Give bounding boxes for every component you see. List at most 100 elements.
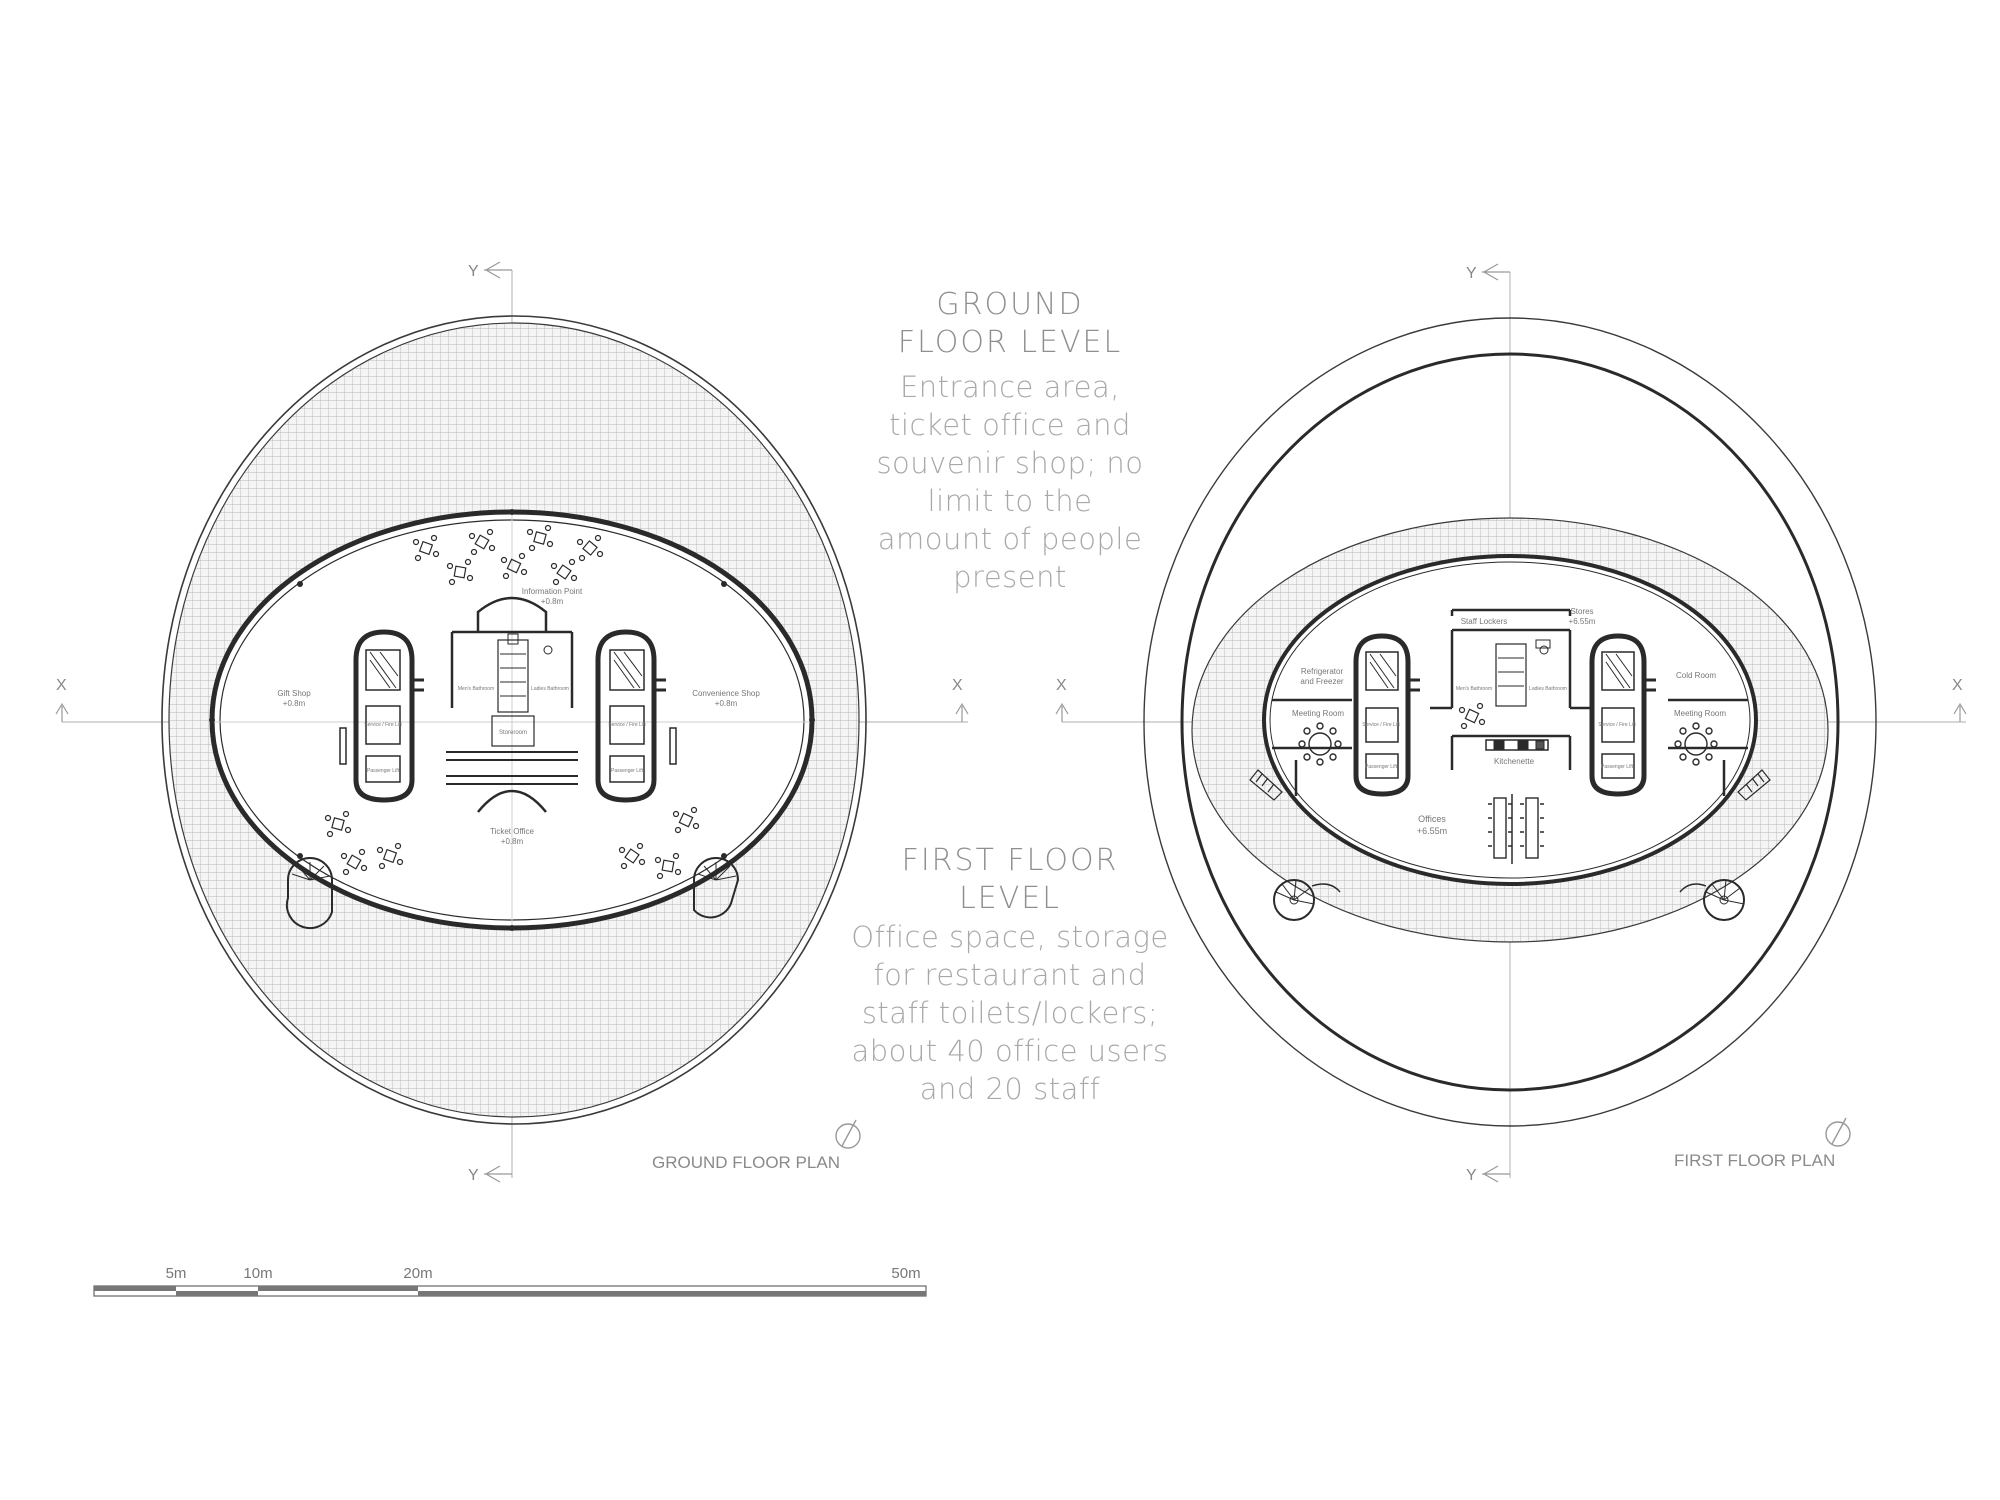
first-floor-description-line-5: and 20 staff — [919, 1072, 1101, 1106]
first-left-core-service-lift-label: Service / Fire Lift — [1362, 722, 1400, 728]
ground-floor-heading-line-2: FLOOR LEVEL — [897, 325, 1123, 360]
first-outer-ring — [1143, 317, 1877, 1127]
ground-axis-y-marker-top — [484, 261, 512, 279]
first-right-core-passenger-lift-label: Passenger Lift — [1601, 764, 1634, 770]
first-meeting-table-left — [1298, 722, 1342, 766]
first-offices-label: Offices — [1418, 814, 1446, 824]
first-meeting-table-right — [1674, 722, 1718, 766]
first-office-desks — [1488, 794, 1544, 864]
ground-convenience-shop-level: +0.8m — [715, 699, 738, 708]
ground-information-point-level: +0.8m — [541, 597, 564, 606]
scale-label-50m: 50m — [891, 1265, 920, 1282]
scale-bar: 5m 10m 20m 50m — [93, 1265, 927, 1297]
first-floor-description-line-3: staff toilets/lockers; — [861, 996, 1159, 1030]
first-central-toilets-block — [1495, 639, 1551, 707]
first-cold-room-label: Cold Room — [1676, 671, 1716, 680]
first-floor-description-line-4: about 40 office users — [851, 1034, 1169, 1068]
ground-floor-description-line-5: amount of people — [877, 522, 1143, 556]
ground-axis-x-marker-right — [955, 702, 969, 722]
ground-floor-description: GROUND FLOOR LEVEL Entrance area, ticket… — [860, 286, 1160, 596]
first-outer-ring-inner — [1180, 352, 1840, 1092]
ground-gift-shop-level: +0.8m — [283, 699, 306, 708]
first-partition-walls — [1272, 608, 1748, 796]
first-inner-hall-inner-line — [1269, 561, 1751, 879]
first-spiral-stair-right — [1679, 879, 1745, 921]
first-axis-y-marker-top — [1482, 263, 1510, 281]
first-axis-x-label-right: X — [1952, 677, 1963, 694]
first-right-core — [1589, 633, 1656, 797]
first-meeting-room-right-label: Meeting Room — [1674, 709, 1726, 718]
first-freezer-label: and Freezer — [1300, 677, 1343, 686]
ground-axis-y-label-bottom: Y — [468, 1167, 479, 1184]
first-plan-title: FIRST FLOOR PLAN — [1674, 1151, 1835, 1170]
ground-outer-ring — [161, 315, 867, 1125]
ground-north-arrow-icon — [835, 1119, 861, 1149]
ground-floor-description-line-1: Entrance area, — [899, 370, 1121, 404]
first-offices-level: +6.55m — [1417, 826, 1447, 836]
ground-table-groups — [324, 524, 700, 880]
first-left-core-passenger-lift-label: Passenger Lift — [1365, 764, 1398, 770]
ground-floor-description-line-3: souvenir shop; no — [876, 446, 1144, 480]
ground-left-core-passenger-lift-label: Passenger Lift — [367, 768, 400, 774]
ground-mens-wc-label: Men's Bathroom — [458, 686, 494, 692]
ground-floor-description-line-2: ticket office and — [889, 408, 1131, 442]
first-axis-y-marker-bottom — [1482, 1165, 1510, 1183]
first-stores-label: Stores — [1570, 607, 1593, 616]
ground-floor-description-line-6: present — [953, 560, 1067, 594]
ground-spiral-stair-left — [285, 857, 333, 930]
scale-bar-segment-10-20 — [258, 1286, 418, 1291]
ground-plan-title: GROUND FLOOR PLAN — [652, 1153, 840, 1172]
ground-ladies-wc-label: Ladies Bathroom — [531, 686, 569, 692]
first-stores-level: +6.55m — [1569, 617, 1596, 626]
ground-axis-x-label-right: X — [952, 677, 963, 694]
ground-axis-y-label-top: Y — [468, 263, 479, 280]
ground-central-toilets-block — [450, 596, 574, 747]
first-meeting-room-left-label: Meeting Room — [1292, 709, 1344, 718]
first-axis-y-label-bottom: Y — [1466, 1167, 1477, 1184]
scale-bar-segment-0-5 — [94, 1286, 176, 1291]
ground-right-core — [595, 629, 666, 803]
first-spiral-stair-left — [1273, 879, 1341, 921]
ground-ticket-office-desk — [339, 727, 677, 813]
first-right-core-service-lift-label: Service / Fire Lift — [1598, 722, 1636, 728]
ground-ticket-office-level: +0.8m — [501, 837, 524, 846]
scale-bar-segment-5-10 — [176, 1291, 258, 1296]
ground-right-core-service-lift-label: Service / Fire Lift — [608, 722, 646, 728]
first-floor-heading-line-1: FIRST FLOOR — [901, 843, 1119, 878]
first-table-group — [1458, 702, 1486, 730]
ground-axis-y-marker-bottom — [484, 1165, 512, 1183]
scale-label-10m: 10m — [243, 1265, 272, 1282]
ground-convenience-shop-label: Convenience Shop — [692, 689, 760, 698]
first-staff-lockers-label: Staff Lockers — [1461, 617, 1508, 626]
first-floor-description-line-1: Office space, storage — [851, 920, 1169, 954]
ground-hall-ring-dots — [209, 509, 815, 931]
first-stair-left — [1249, 769, 1283, 801]
ground-gift-shop-label: Gift Shop — [277, 689, 311, 698]
first-axis-x-marker-left — [1055, 702, 1069, 722]
first-floor-plan: X X Y Y — [1055, 263, 1967, 1184]
ground-storeroom-label: Storeroom — [499, 730, 527, 736]
first-north-arrow-icon — [1825, 1117, 1851, 1147]
ground-axis-x-label-left: X — [56, 677, 67, 694]
first-mens-wc-label: Men's Bathroom — [1456, 686, 1492, 692]
ground-floor-plan: X X Y Y Service / Fire Lift Passenger Li… — [55, 261, 969, 1184]
ground-spiral-stair-right — [693, 857, 740, 919]
first-axis-x-marker-right — [1953, 702, 1967, 722]
first-refrigerator-label: Refrigerator — [1301, 667, 1344, 676]
first-left-core — [1353, 633, 1420, 797]
first-axis-y-label-top: Y — [1466, 265, 1477, 282]
first-inner-hall-outline — [1262, 554, 1758, 886]
ground-floor-description-line-4: limit to the — [927, 484, 1093, 518]
ground-left-core-service-lift-label: Service / Fire Lift — [364, 722, 402, 728]
first-floor-heading-line-2: LEVEL — [959, 881, 1061, 916]
first-axis-x-label-left: X — [1056, 677, 1067, 694]
ground-left-core — [353, 629, 424, 803]
first-kitchenette-label: Kitchenette — [1494, 757, 1535, 766]
first-kitchenette-counter — [1485, 739, 1549, 751]
scale-label-5m: 5m — [166, 1265, 187, 1282]
first-ladies-wc-label: Ladies Bathroom — [1529, 686, 1567, 692]
ground-floor-heading-line-1: GROUND — [936, 287, 1084, 322]
ground-right-core-passenger-lift-label: Passenger Lift — [611, 768, 644, 774]
ground-axis-x-marker-left — [55, 702, 69, 722]
first-floor-description: FIRST FLOOR LEVEL Office space, storage … — [840, 842, 1180, 1108]
